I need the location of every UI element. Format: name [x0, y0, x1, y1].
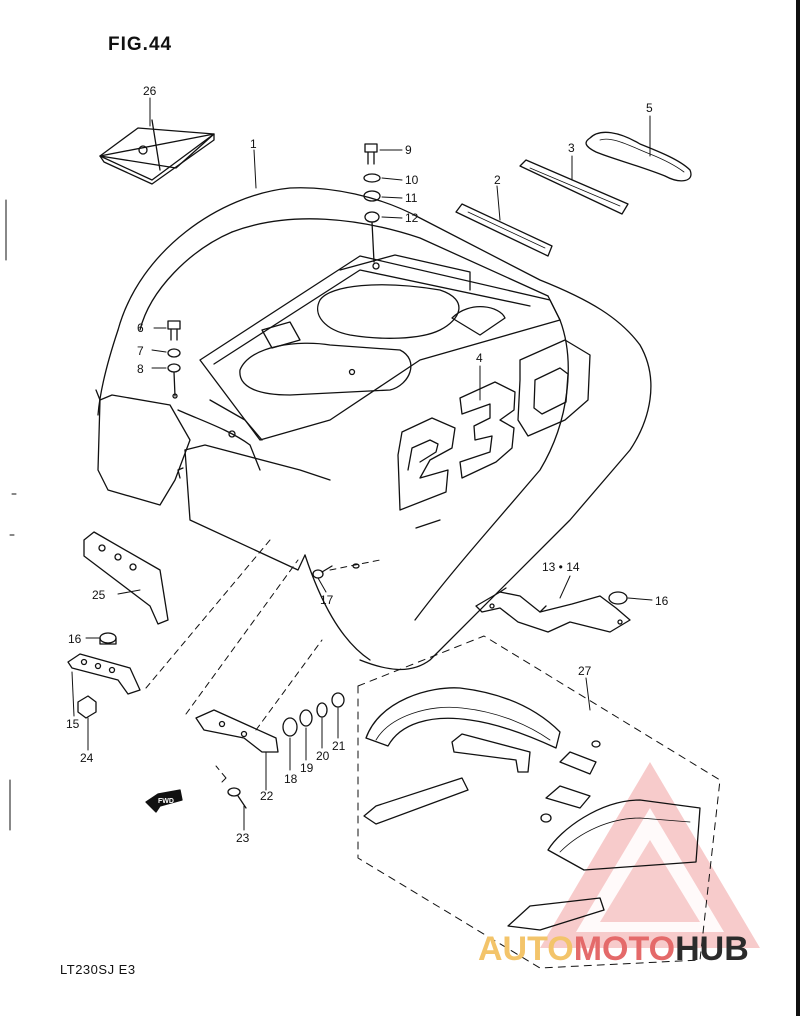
- part-27-kit-parts: [363, 687, 701, 931]
- part-5-script-emblem: [585, 131, 692, 182]
- watermark-hub: HUB: [675, 930, 749, 968]
- model-code: LT230SJ E3: [60, 962, 136, 977]
- callout-11: 11: [405, 191, 418, 205]
- callout-22: 22: [260, 789, 274, 803]
- part-26-pad: [99, 119, 215, 185]
- part-11-washer: [363, 190, 381, 202]
- part-17-screw: [312, 563, 360, 579]
- callout-10: 10: [405, 173, 419, 187]
- part-21-nut: [331, 692, 345, 708]
- part-12-nut: [364, 211, 380, 223]
- callout-24: 24: [80, 751, 94, 765]
- callout-15: 15: [66, 717, 80, 731]
- part-23-screw: [227, 787, 247, 809]
- callout-20: 20: [316, 749, 330, 763]
- watermark-moto: MOTO: [573, 930, 676, 968]
- part-15-bracket: [67, 653, 141, 695]
- callout-7: 7: [137, 344, 144, 358]
- callout-17: 17: [320, 593, 334, 607]
- figure-title: FIG.44: [108, 34, 173, 55]
- watermark-auto: AUTO: [478, 930, 574, 968]
- dashed-leaders: [145, 539, 381, 783]
- callout-6: 6: [137, 321, 144, 335]
- part-20-washer: [316, 702, 328, 718]
- part-24-nut: [77, 695, 97, 719]
- callout-23: 23: [236, 831, 250, 845]
- watermark-logo: AUTOMOTOHUB: [478, 930, 749, 969]
- callout-1: 1: [250, 137, 257, 151]
- callout-18: 18: [284, 772, 298, 786]
- part-19-bushing: [299, 709, 313, 727]
- fwd-arrow: [145, 789, 183, 813]
- part-6-bolt: [167, 320, 181, 341]
- leader-8: [173, 371, 176, 397]
- part-25-bracket: [83, 531, 169, 625]
- part-2-emblem: [455, 203, 553, 257]
- callout-21: 21: [332, 739, 346, 753]
- callout-3: 3: [568, 141, 575, 155]
- callout-27: 27: [578, 664, 592, 678]
- callout-4: 4: [476, 351, 483, 365]
- callout-16-right: 16: [655, 594, 669, 608]
- part-13-14-bracket: [475, 587, 631, 633]
- callout-2: 2: [494, 173, 501, 187]
- part-8-washer: [167, 363, 181, 373]
- callout-8: 8: [137, 362, 144, 376]
- part-16-cap-left: [99, 632, 117, 645]
- callout-26: 26: [143, 84, 157, 98]
- leader-12: [371, 221, 375, 263]
- part-7-nut: [167, 348, 181, 358]
- page-edge-bar: [796, 0, 800, 1016]
- callout-leaders: [71, 97, 653, 831]
- callout-13-14: 13 • 14: [542, 560, 580, 574]
- part-3-emblem: [519, 159, 629, 215]
- callout-25: 25: [92, 588, 106, 602]
- part-9-bolt: [364, 143, 378, 165]
- part-16-cap-right: [608, 591, 628, 605]
- part-1-rear-fender: [95, 187, 652, 671]
- callout-19: 19: [300, 761, 314, 775]
- part-18-bushing: [282, 717, 298, 737]
- callout-9: 9: [405, 143, 412, 157]
- scan-marks: [5, 199, 17, 831]
- decal-230: [397, 339, 591, 529]
- callout-labels: 26 1 2 3 5 4 6 7 8 9 10 11 12 13 • 14 16…: [66, 84, 669, 845]
- fwd-arrow-label: FWD: [158, 798, 174, 805]
- callout-16-left: 16: [68, 632, 82, 646]
- part-27-kit-box: [357, 635, 721, 969]
- callout-5: 5: [646, 101, 653, 115]
- callout-12: 12: [405, 211, 419, 225]
- watermark-triangle: [540, 762, 760, 948]
- part-22-bracket: [195, 709, 279, 753]
- part-10-washer: [363, 173, 381, 183]
